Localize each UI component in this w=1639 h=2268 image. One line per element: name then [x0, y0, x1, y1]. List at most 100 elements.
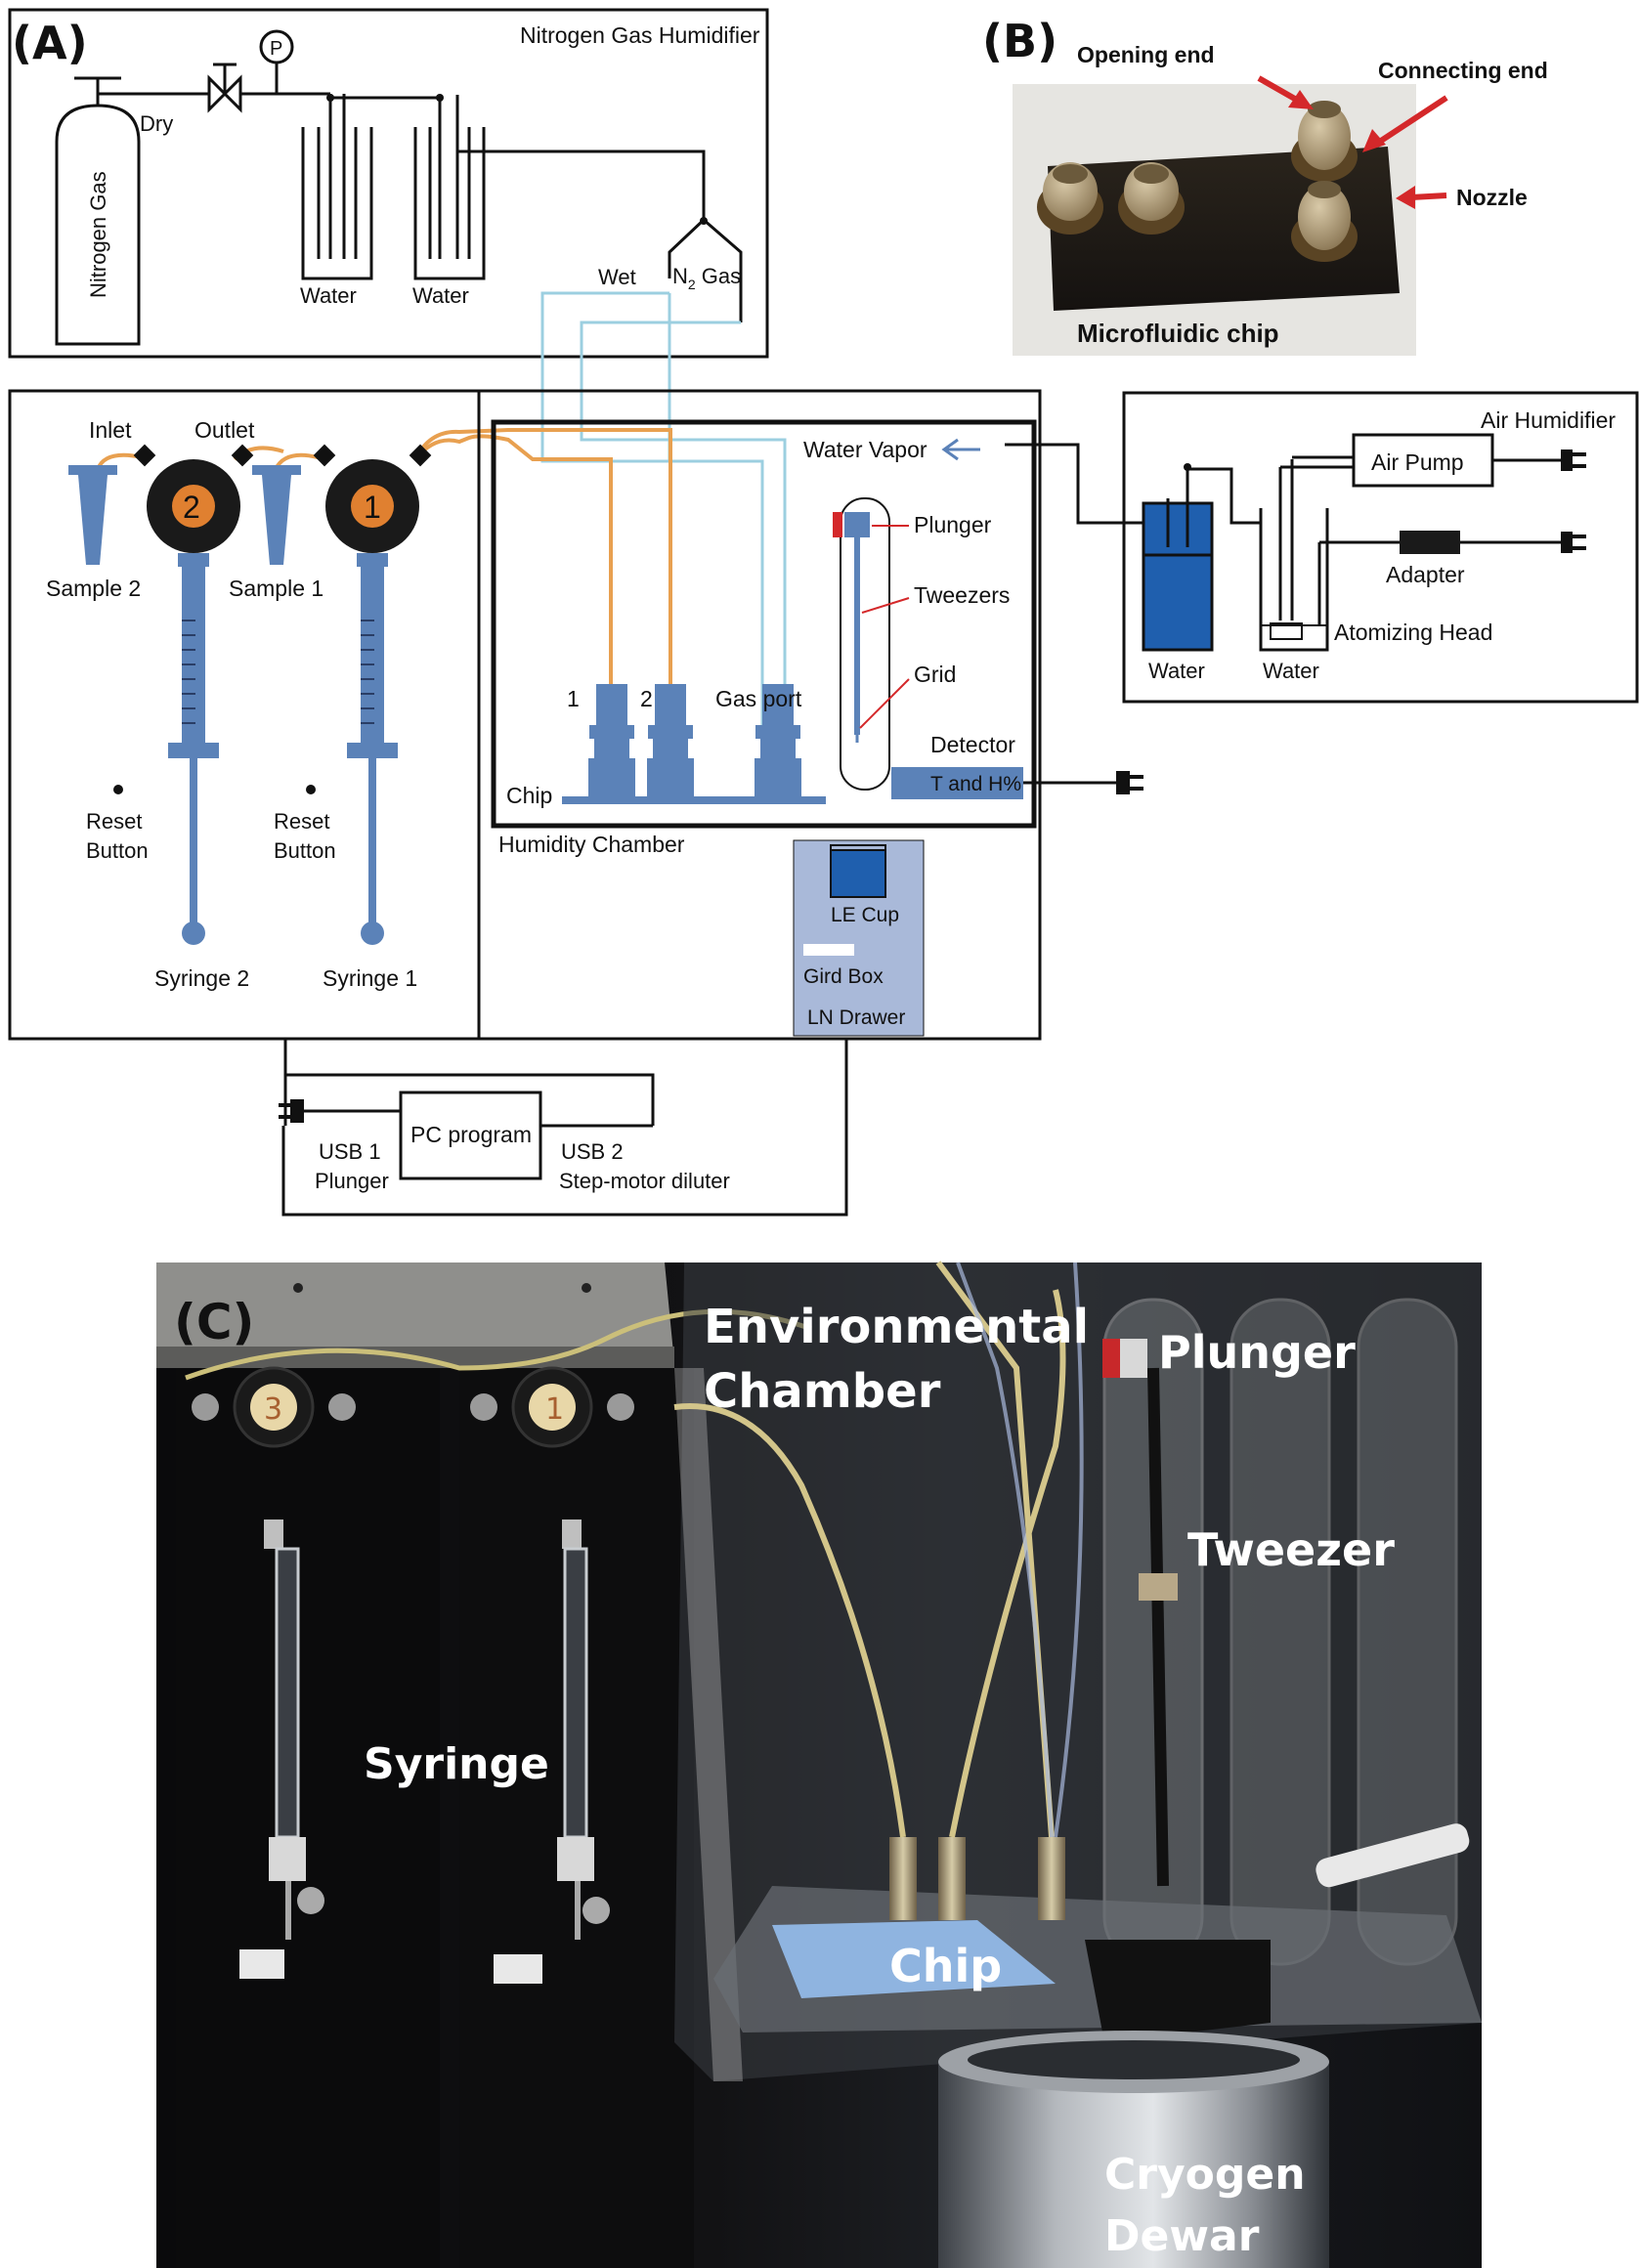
photo-sensor: [1316, 1823, 1470, 1888]
photo-plunger-label: Plunger: [1158, 1326, 1356, 1379]
cryogen-label-1: Cryogen: [1104, 2150, 1306, 2200]
acrylic-chamber: [674, 1262, 1482, 2081]
photo-chip-blue: [772, 1920, 1056, 1998]
adapter-label: Adapter: [1386, 562, 1465, 587]
reset-2-label-b: Button: [86, 838, 149, 863]
humid-gas-tubes: [540, 291, 787, 728]
sample-2-cap: [68, 465, 117, 475]
bottle-2-tubes: [344, 95, 706, 259]
syringe-1: [347, 553, 398, 945]
rotary-valve-1: 1: [313, 444, 432, 553]
photo-plunger-body: [1120, 1339, 1147, 1378]
control-unit: PC program USB 1 Plunger USB 2 Step-moto…: [279, 1039, 848, 1217]
usb2-label: USB 2: [561, 1139, 624, 1164]
syringe-panel-left: [176, 1368, 440, 2268]
valve-1-knob: [351, 485, 394, 528]
detector-label: Detector: [930, 732, 1015, 757]
n2-humidifier: Nitrogen Gas Humidifier Nitrogen Gas Dry…: [8, 8, 769, 359]
water-vapor-arrow-icon: [941, 438, 980, 461]
photo-tweezer-label: Tweezer: [1187, 1523, 1395, 1576]
syringe-2: [168, 553, 219, 945]
th-detector: [891, 767, 1023, 799]
syringe-2-label: Syringe 2: [154, 965, 249, 991]
sample-1-vial: [262, 475, 291, 565]
valve-2-label: 2: [183, 490, 200, 525]
connecting-end-label: Connecting end: [1378, 58, 1548, 83]
alu-rail: [156, 1262, 674, 1363]
atomizing-head-label: Atomizing Head: [1334, 620, 1492, 645]
photo-syringe-left: [239, 1519, 324, 1979]
microfluidic-chip-caption: Microfluidic chip: [1077, 319, 1279, 348]
air-humidifier: Air Humidifier Water Water Air Pump Adap…: [1005, 391, 1639, 704]
air-water-label-1: Water: [1148, 659, 1205, 683]
panel-b: (B) Opening end Connecting end Nozzle Mi…: [982, 15, 1548, 356]
sample-2-vial: [78, 475, 108, 565]
needle-valve-icon: [207, 74, 228, 113]
splitter-node: [700, 217, 708, 225]
tweezers-pointer: [861, 597, 910, 614]
gas-port-label: Gas port: [715, 686, 802, 711]
pressure-gauge-label: P: [270, 38, 282, 60]
gas-splitter: [668, 218, 743, 322]
main-enclosure: [477, 389, 1042, 1041]
air-humidifier-box: [1122, 391, 1639, 704]
plunger-head: [844, 512, 870, 537]
port-1-label: 1: [567, 686, 580, 711]
tweezers-label: Tweezers: [914, 582, 1010, 608]
panel-a-tag: (A): [12, 17, 88, 69]
step-motor-label: Step-motor diluter: [559, 1169, 730, 1193]
adapter-plug-icon: [1561, 532, 1586, 553]
needle-valve-icon-b: [222, 74, 242, 113]
outlet-label: Outlet: [194, 417, 255, 443]
reset-1-label-a: Reset: [274, 809, 329, 834]
opening-end-label: Opening end: [1077, 42, 1215, 67]
plunger-red: [833, 512, 842, 537]
humidity-chamber-box: [491, 419, 1037, 829]
water-bottle-1: [301, 127, 373, 280]
red-arrows: [1257, 75, 1448, 209]
reset-button-1: [306, 785, 316, 794]
knob-3-label: 3: [264, 1392, 282, 1427]
gird-box-label: Gird Box: [803, 965, 884, 988]
valve-2-knob: [172, 485, 215, 528]
panel-b-tag: (B): [982, 15, 1057, 67]
pump-plug-icon: [1561, 449, 1586, 471]
port-2-label: 2: [640, 686, 653, 711]
photo-syringe-right: [494, 1519, 610, 1984]
reservoir-1-tubes: [1166, 467, 1261, 547]
reset-1-label-b: Button: [274, 838, 336, 863]
le-cup-label: LE Cup: [831, 904, 899, 926]
pc-program-box: [399, 1091, 542, 1180]
photo-plunger-red: [1102, 1339, 1120, 1378]
cryogen-dewar: [938, 2062, 1329, 2268]
adapter-box: [1400, 531, 1460, 554]
n2-gas-label: N2 Gas: [672, 264, 741, 292]
photo-syringe-label: Syringe: [364, 1739, 549, 1789]
grid-label: Grid: [914, 662, 956, 687]
air-pump-label: Air Pump: [1371, 449, 1464, 475]
bottle-1-tubes: [317, 94, 358, 259]
nitrogen-tank-label: Nitrogen Gas: [86, 171, 110, 298]
sample-1-tube: [252, 465, 301, 565]
cryogen-label-2: Dewar: [1104, 2211, 1260, 2261]
chip-label: Chip: [506, 783, 552, 808]
water-reservoir-1: [1142, 501, 1214, 652]
pc-program-label: PC program: [410, 1122, 532, 1147]
photo-connectors: [889, 1837, 1065, 1920]
sample-2-tube: [68, 465, 117, 565]
env-chamber-label-1: Environmental: [704, 1300, 1089, 1354]
n2-humidifier-box: [8, 8, 769, 359]
valve-1-label: 1: [364, 490, 381, 525]
nitrogen-tank: [55, 104, 141, 346]
grid-box: [803, 944, 854, 956]
env-chamber-label-2: Chamber: [704, 1364, 941, 1419]
humidity-chamber-title: Humidity Chamber: [498, 832, 685, 857]
le-cup: [830, 849, 886, 898]
chip-ports: [562, 684, 826, 804]
plunger-usb-label: Plunger: [315, 1169, 389, 1193]
humidity-chamber: Water Vapor Plunger Tweezers Grid 1 2: [491, 419, 1143, 857]
usb1-label: USB 1: [319, 1139, 381, 1164]
chip-nozzles: [1037, 101, 1358, 262]
water-vapor-label: Water Vapor: [803, 437, 927, 462]
